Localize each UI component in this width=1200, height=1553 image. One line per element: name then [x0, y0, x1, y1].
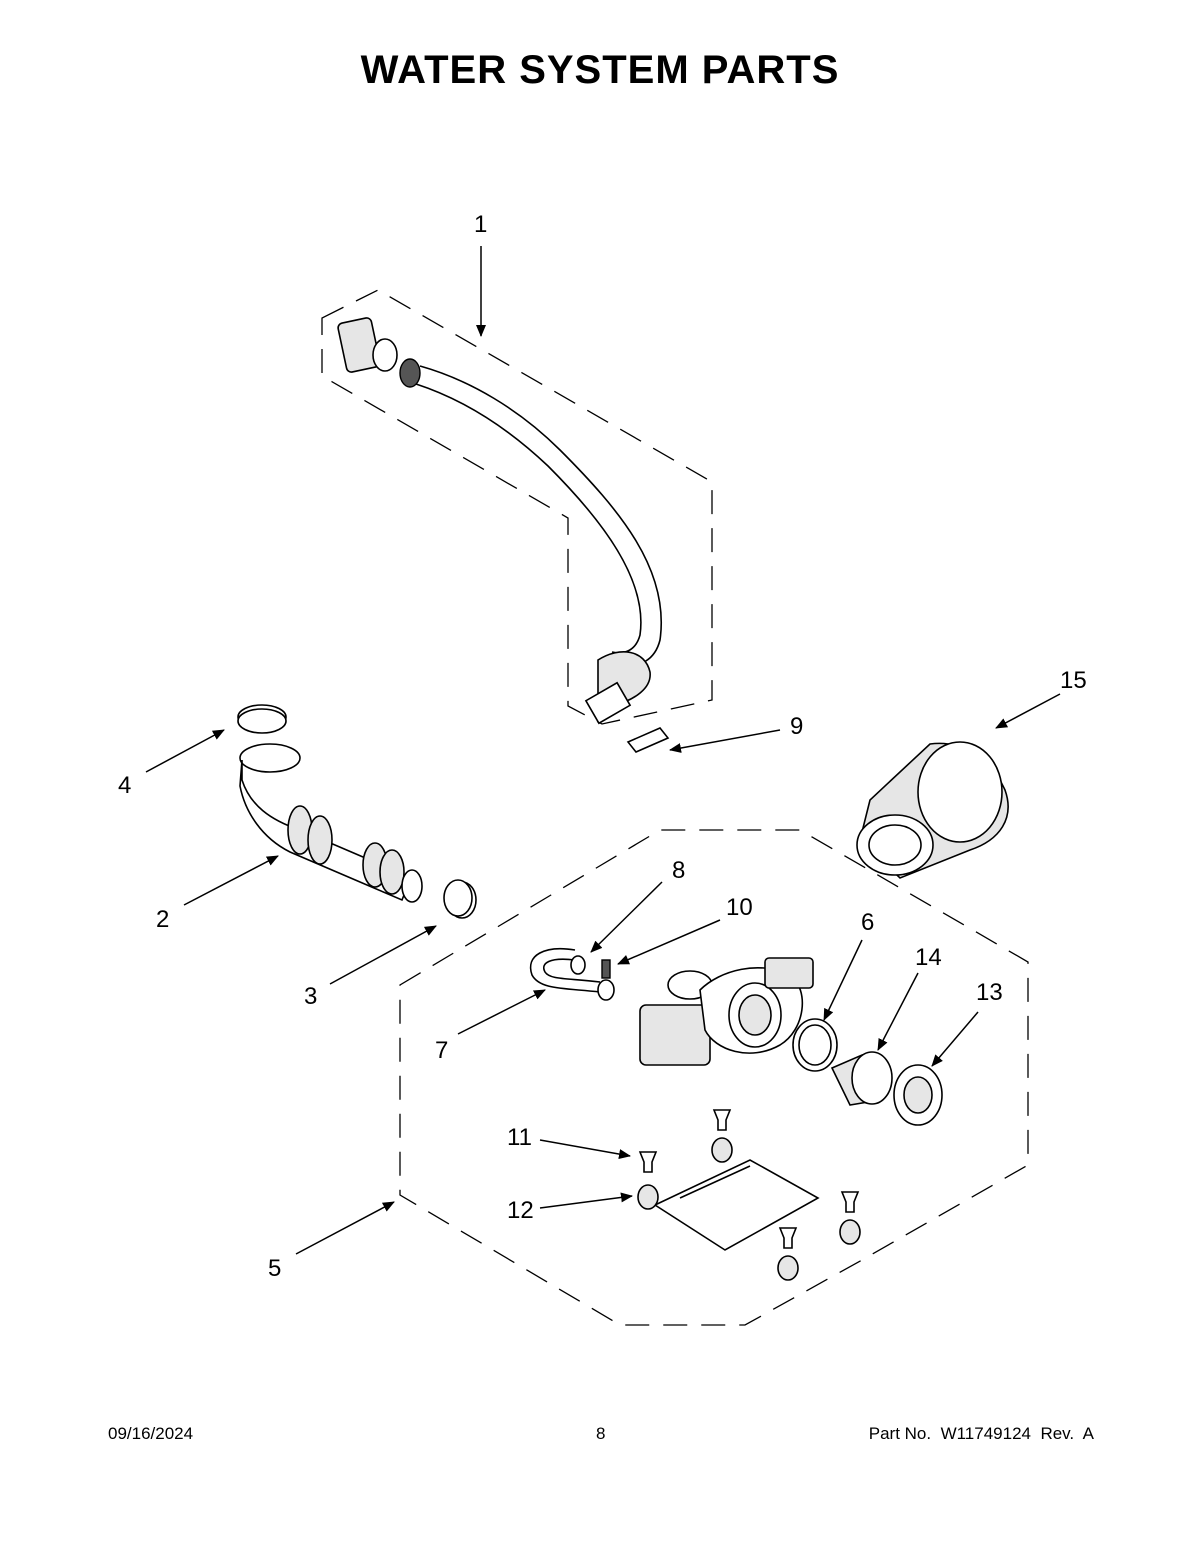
callout-label-4: 4 — [118, 772, 131, 799]
callout-label-8: 8 — [672, 857, 685, 884]
screw-part-10 — [601, 959, 611, 979]
callout-arrow-7 — [457, 989, 546, 1035]
screws-part-11 — [638, 1109, 860, 1249]
footer-rev-label: Rev. — [1040, 1424, 1075, 1443]
callout-label-5: 5 — [268, 1255, 281, 1282]
drain-hose-part — [337, 317, 662, 725]
callout-arrow-10 — [617, 919, 721, 965]
gasket-part — [792, 1018, 838, 1072]
callout-label-12: 12 — [507, 1197, 534, 1224]
footer-part-number: W11749124 — [940, 1424, 1031, 1443]
callout-arrow-2 — [183, 855, 279, 906]
callout-arrow-8 — [590, 881, 663, 953]
footer-date: 09/16/2024 — [108, 1424, 194, 1443]
callout-arrow-9 — [669, 729, 781, 753]
clamp-part-4 — [237, 704, 287, 734]
callout-label-6: 6 — [861, 909, 874, 936]
callout-arrow-15 — [995, 693, 1061, 729]
drain-pump-part — [639, 957, 814, 1066]
filter-cap-part — [893, 1064, 943, 1126]
grommets-part-12 — [637, 1137, 861, 1281]
callout-label-3: 3 — [304, 983, 317, 1010]
pump-assembly-outline — [399, 829, 1029, 1326]
callout-arrow-12 — [539, 1192, 633, 1209]
callout-arrow-11 — [539, 1139, 631, 1159]
callout-label-1: 1 — [474, 211, 487, 238]
callout-label-11: 11 — [507, 1124, 532, 1151]
callout-label-2: 2 — [156, 906, 169, 933]
footer-page-number: 8 — [596, 1424, 606, 1443]
callout-arrow-14 — [877, 972, 919, 1051]
filter-housing-part — [856, 741, 1009, 879]
callout-label-14: 14 — [915, 944, 942, 971]
clamp-part-3 — [443, 879, 477, 919]
hose-clip-part — [570, 955, 586, 975]
callout-arrow-13 — [931, 1011, 979, 1067]
air-hose-part — [529, 948, 615, 1001]
tub-pump-hose-part — [239, 743, 423, 903]
footer-part-label: Part No. — [868, 1424, 932, 1443]
pump-filter-part — [830, 1051, 893, 1106]
footer-part-info: Part No. W11749124 Rev. A — [869, 1424, 1094, 1444]
callout-arrow-5 — [295, 1201, 395, 1255]
callout-label-13: 13 — [976, 979, 1003, 1006]
pump-bracket-part — [653, 1159, 820, 1251]
hose-pin-part — [626, 727, 670, 753]
callout-label-15: 15 — [1060, 667, 1087, 694]
callout-arrow-4 — [145, 729, 225, 773]
callout-label-10: 10 — [726, 894, 753, 921]
callout-arrow-6 — [823, 939, 863, 1021]
callout-label-9: 9 — [790, 713, 803, 740]
callout-arrow-3 — [329, 925, 437, 985]
hose-assembly-outline — [321, 289, 713, 725]
footer-rev: A — [1082, 1424, 1094, 1443]
page-title: WATER SYSTEM PARTS — [360, 48, 840, 92]
callout-label-7: 7 — [435, 1037, 448, 1064]
